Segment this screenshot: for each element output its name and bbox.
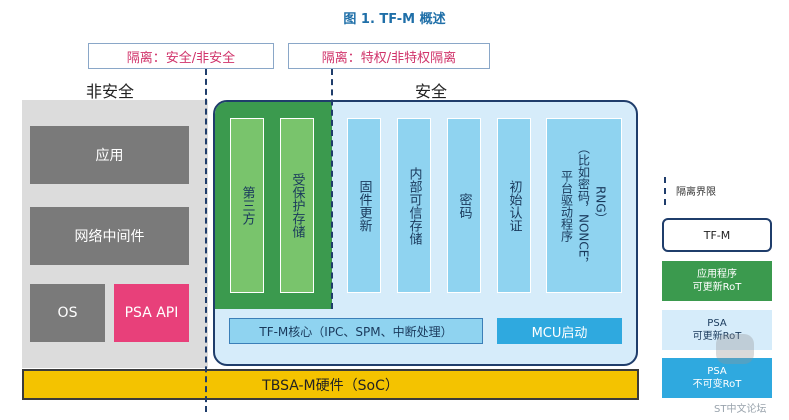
secure-isolation-line [205,69,207,412]
legend-psa-immutable-rot: PSA 不可变RoT [662,358,772,398]
platform-driver-line2: （比如密码，NONCE， [576,141,591,270]
psa-api-block: PSA API [114,284,189,342]
callout-privileged: 隔离：特权/非特权隔离 [288,43,490,69]
watermark-text: ST中文论坛 [714,404,767,415]
privilege-isolation-line [331,69,333,309]
watermark-chat-icon [716,334,754,364]
firmware-update-partition: 固件更新 [347,118,381,293]
figure-title: 图 1. TF-M 概述 [343,12,446,27]
platform-driver-line3: RNG） [593,186,608,225]
platform-driver-line1: 平台驱动程序 [559,169,574,242]
crypto-partition: 密码 [447,118,481,293]
nonsecure-label: 非安全 [86,82,135,101]
legend-psa-updatable-line2: 可更新RoT [692,331,742,342]
crypto-label: 密码 [456,192,472,219]
platform-driver-partition: 平台驱动程序 （比如密码，NONCE， RNG） [546,118,622,293]
legend-app-rot-line1: 应用程序 [697,269,737,280]
third-party-label: 第三方 [239,186,255,225]
internal-trusted-storage-partition: 内部可信存储 [397,118,431,293]
callout-secure-nonsecure: 隔离：安全/非安全 [88,43,274,69]
legend-psa-immutable-line1: PSA [707,366,727,377]
legend-isolation-label: 隔离界限 [676,187,716,198]
legend-tfm: TF-M [662,218,772,252]
secure-label: 安全 [415,82,448,101]
os-block: OS [30,284,105,342]
third-party-partition: 第三方 [230,118,264,293]
app-block: 应用 [30,126,189,184]
legend-psa-updatable-rot: PSA 可更新RoT [662,310,772,350]
legend-psa-immutable-line2: 不可变RoT [692,379,742,390]
initial-attestation-partition: 初始认证 [497,118,531,293]
protected-storage-partition: 受保护存储 [280,118,314,293]
legend-app-rot-line2: 可更新RoT [692,282,742,293]
tfm-core-block: TF-M核心（IPC、SPM、中断处理） [229,318,483,344]
soc-hardware-bar: TBSA-M硬件（SoC） [22,369,639,400]
mcu-boot-block: MCU启动 [497,318,622,344]
firmware-update-label: 固件更新 [356,179,372,232]
legend-isolation-line [664,177,666,205]
internal-trusted-storage-label: 内部可信存储 [406,166,422,245]
protected-storage-label: 受保护存储 [289,173,305,238]
legend-psa-updatable-line1: PSA [707,318,727,329]
initial-attestation-label: 初始认证 [506,179,522,232]
legend-app-rot: 应用程序 可更新RoT [662,261,772,301]
middleware-block: 网络中间件 [30,207,189,265]
